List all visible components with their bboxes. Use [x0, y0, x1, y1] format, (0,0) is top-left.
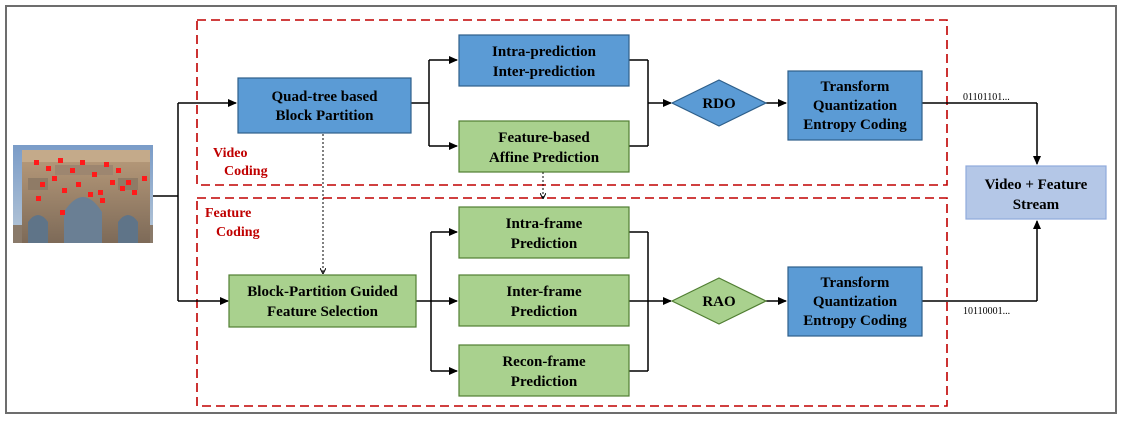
- affine-line2: Affine Prediction: [489, 150, 600, 166]
- intra-frame-line1: Intra-frame: [506, 216, 583, 232]
- arch-photo-with-feature-points-icon: [13, 145, 153, 243]
- video-coding-label-2: Coding: [224, 164, 268, 179]
- intra-prediction-text: Intra-prediction: [492, 44, 597, 60]
- quadtree-partition-box: Quad-tree based Block Partition: [237, 77, 412, 134]
- connector-lines: [153, 56, 1041, 375]
- recon-frame-line2: Prediction: [511, 374, 578, 390]
- output-stream-line2: Stream: [1013, 197, 1060, 213]
- rao-diamond: RAO: [670, 277, 768, 325]
- video-coding-label: Video: [213, 146, 247, 161]
- inter-prediction-text: Inter-prediction: [493, 64, 596, 80]
- rdo-label: RDO: [702, 96, 735, 112]
- recon-frame-line1: Recon-frame: [502, 354, 586, 370]
- feature-transform-line3: Entropy Coding: [803, 313, 907, 329]
- feature-selection-box: Block-Partition Guided Feature Selection: [228, 274, 417, 328]
- inter-frame-line2: Prediction: [511, 304, 578, 320]
- feature-selection-line2: Feature Selection: [267, 304, 379, 320]
- feature-bitstream-label: 10110001...: [963, 306, 1010, 317]
- dotted-connectors: [323, 134, 543, 273]
- feature-coding-label: Feature: [205, 206, 251, 221]
- affine-prediction-box: Feature-based Affine Prediction: [458, 120, 630, 173]
- affine-line1: Feature-based: [498, 130, 590, 146]
- output-stream-line1: Video + Feature: [985, 177, 1088, 193]
- video-transform-box: Transform Quantization Entropy Coding: [787, 70, 923, 141]
- intra-inter-prediction-box: Intra-prediction Inter-prediction: [458, 34, 630, 87]
- intra-frame-prediction-box: Intra-frame Prediction: [458, 206, 630, 259]
- intra-frame-line2: Prediction: [511, 236, 578, 252]
- video-transform-line3: Entropy Coding: [803, 117, 907, 133]
- feature-coding-label-2: Coding: [216, 225, 260, 240]
- inter-frame-prediction-box: Inter-frame Prediction: [458, 274, 630, 327]
- video-transform-line2: Quantization: [813, 98, 898, 114]
- rdo-diamond: RDO: [670, 79, 768, 127]
- video-transform-line1: Transform: [821, 79, 890, 95]
- feature-transform-line2: Quantization: [813, 294, 898, 310]
- recon-frame-prediction-box: Recon-frame Prediction: [458, 344, 630, 397]
- feature-coding-region: [196, 197, 948, 407]
- output-stream-box: Video + Feature Stream: [965, 165, 1107, 220]
- quadtree-partition-line1: Quad-tree based: [272, 89, 379, 105]
- feature-transform-box: Transform Quantization Entropy Coding: [787, 266, 923, 337]
- quadtree-partition-line2: Block Partition: [276, 108, 375, 124]
- video-bitstream-label: 01101101...: [963, 92, 1010, 103]
- feature-transform-line1: Transform: [821, 275, 890, 291]
- rao-label: RAO: [702, 294, 735, 310]
- feature-selection-line1: Block-Partition Guided: [247, 284, 398, 300]
- inter-frame-line1: Inter-frame: [506, 284, 582, 300]
